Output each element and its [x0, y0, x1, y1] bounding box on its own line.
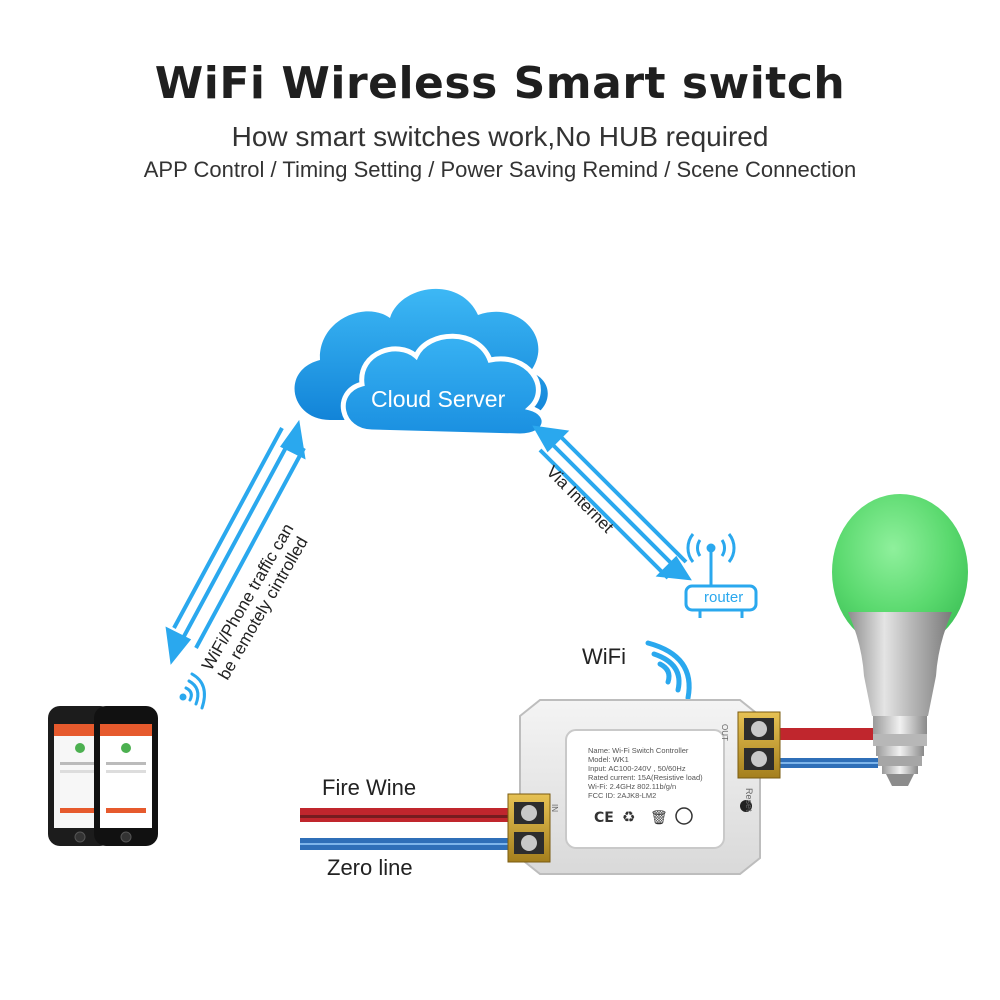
phone-wifi-icon — [179, 672, 206, 710]
spec-wifi: Wi-Fi: 2.4GHz 802.11b/g/n — [588, 782, 677, 791]
output-terminal — [737, 711, 781, 779]
spec-name: Name: Wi-Fi Switch Controller — [588, 746, 689, 755]
page-title: WiFi Wireless Smart switch — [154, 58, 846, 109]
ce-mark-icon: CE — [594, 810, 614, 826]
spec-input: Input: AC100-240V , 50/60Hz — [588, 764, 686, 773]
page-subtitle: How smart switches work,No HUB required — [231, 121, 769, 152]
weee-bin-icon: 🗑 — [650, 810, 668, 826]
out-terminal-label: OUT — [720, 724, 729, 741]
zero-line-label: Zero line — [327, 855, 413, 880]
wifi-signal-icon — [645, 640, 692, 701]
certification-icons: CE ♻ 🗑 — [594, 807, 693, 826]
spec-model: Model: WK1 — [588, 755, 629, 764]
fire-wire-label: Fire Wine — [322, 775, 417, 800]
smart-switch-device — [519, 699, 761, 875]
phone-cloud-arrow — [165, 419, 306, 665]
recycle-icon: ♻ — [622, 808, 635, 826]
smartphone-pair — [48, 706, 158, 846]
spec-fcc: FCC ID: 2AJK8-LM2 — [588, 791, 657, 800]
device-spec-plate: Name: Wi-Fi Switch Controller Model: WK1… — [588, 746, 718, 800]
router-icon — [684, 533, 758, 618]
in-terminal-label: IN — [550, 804, 559, 812]
input-terminal — [507, 793, 551, 863]
wifi-label: WiFi — [582, 644, 626, 669]
cloud-server-icon — [294, 288, 548, 439]
output-wires — [778, 728, 878, 768]
light-bulb-icon — [832, 494, 968, 786]
reset-label: Reset — [744, 788, 754, 812]
input-wires — [300, 808, 512, 850]
spec-rated: Rated current: 15A(Resistive load) — [588, 773, 703, 782]
feature-list: APP Control / Timing Setting / Power Sav… — [143, 157, 857, 182]
fcc-mark-icon — [675, 807, 693, 825]
cloud-router-arrow — [532, 425, 692, 581]
router-label: router — [704, 589, 744, 606]
cloud-server-label: Cloud Server — [371, 386, 506, 412]
